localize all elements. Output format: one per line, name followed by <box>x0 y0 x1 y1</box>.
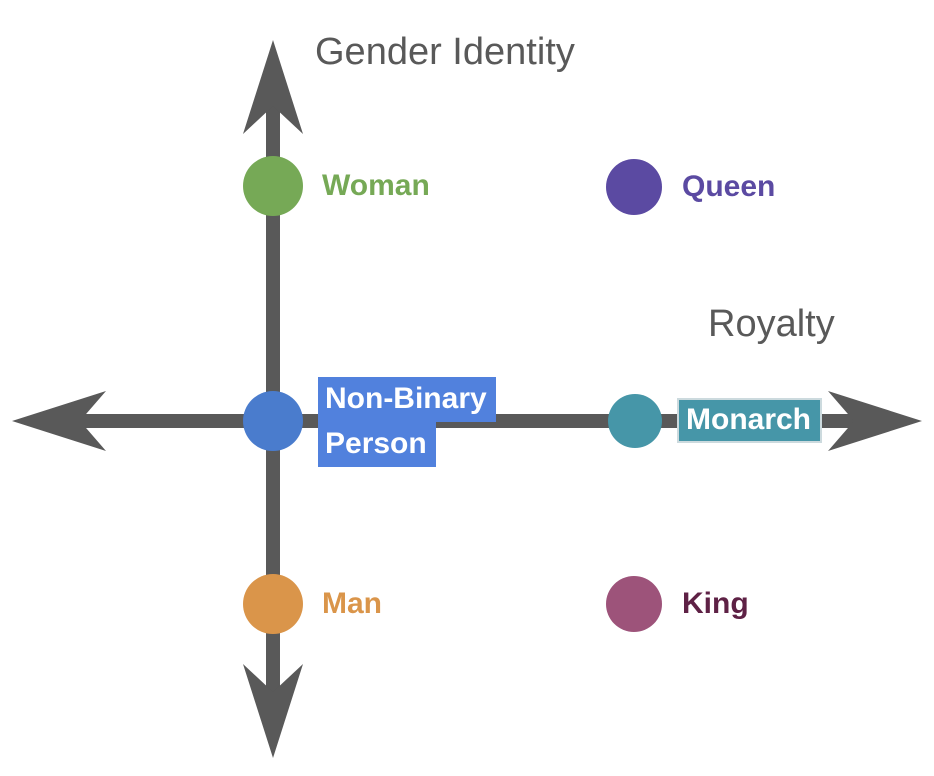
monarch-label: Monarch <box>677 398 823 443</box>
left-arrowhead-icon <box>12 391 106 451</box>
woman-label: Woman <box>322 169 430 202</box>
non-binary-person-label-line1: Non-Binary <box>318 377 496 422</box>
non-binary-person-dot <box>243 391 303 451</box>
down-arrowhead-icon <box>243 664 303 758</box>
right-arrowhead-icon <box>828 391 922 451</box>
queen-label: Queen <box>682 170 776 203</box>
man-label: Man <box>322 587 382 620</box>
man-dot <box>243 574 303 634</box>
non-binary-person-label-line2: Person <box>318 422 436 467</box>
woman-dot <box>243 156 303 216</box>
up-arrowhead-icon <box>243 40 303 134</box>
horizontal-axis-title: Royalty <box>708 303 835 345</box>
king-label: King <box>682 587 749 620</box>
king-dot <box>606 576 662 632</box>
monarch-label-text: Monarch <box>677 398 823 443</box>
vertical-axis-title: Gender Identity <box>315 31 575 73</box>
queen-dot <box>606 159 662 215</box>
non-binary-person-label: Non-Binary Person <box>318 377 496 467</box>
monarch-dot <box>608 394 662 448</box>
